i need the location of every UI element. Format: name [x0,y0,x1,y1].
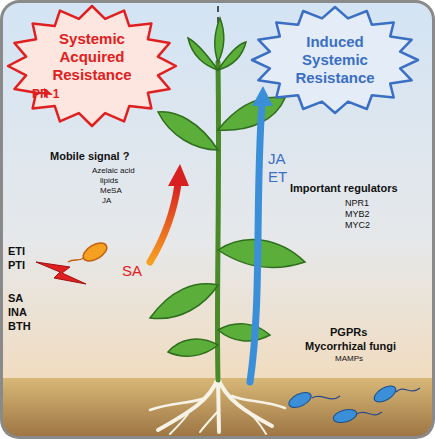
microbe-label: PGPRs [330,326,367,339]
starburst-title: Systemic Acquired Resistance [40,30,144,84]
signal-name: JA [102,196,111,205]
starburst-shape [252,7,418,113]
plant-leaves-part [218,240,305,268]
hormone-label: SA [122,262,142,279]
bacteria [287,383,420,425]
bacteria-part [332,407,358,425]
immunity-label: ETI [8,245,25,258]
pathogen-part [68,258,84,262]
pathogen [68,239,110,264]
immunity-label: PTI [8,259,25,272]
isr-signal-arrow-part [252,86,273,106]
starburst-shape [8,6,176,126]
marker-gene: PR-1 [32,87,59,101]
sar-starburst: Systemic Acquired ResistancePR-1 [6,4,178,128]
sar-signal-arrow [150,164,189,262]
plant-roots-part [150,398,205,410]
sar-signal-arrow-part [168,164,189,186]
starburst-title: Induced Systemic Resistance [283,33,387,87]
microbe-label: MAMPs [335,354,363,363]
inducer-label: INA [8,306,27,319]
plant-leaves-part [188,38,218,70]
plant-roots-part [232,396,285,408]
lightning-bolt-part [36,262,86,284]
starburst-content: Induced Systemic Resistance [250,5,420,115]
plant-leaves-part [218,97,285,130]
regulator-name: MYB2 [345,209,370,219]
plant-roots [150,378,285,434]
plant-stem [217,62,218,380]
plant-leaves-part [218,324,270,341]
hormone-label: ET [268,168,287,185]
hormone-label: JA [268,150,286,167]
isr-signal-arrow [250,86,273,382]
microbe-label: Mycorrhizal fungi [305,340,396,353]
isr-signal-arrow-part [250,104,262,382]
section-heading: Mobile signal ? [50,150,129,163]
bacteria-part [372,383,399,405]
bacteria-part [312,396,340,399]
inducer-label: BTH [8,320,31,333]
starburst-outline [6,4,178,128]
background-part [1,378,434,438]
plant-roots-part [200,410,219,432]
signal-name: MeSA [100,186,122,195]
plant-leaves-part [168,339,218,356]
signal-name: Azelaic acid [92,166,135,175]
lightning-bolt [36,262,86,284]
plant-stem-part [217,62,218,380]
sar-signal-arrow-part [150,184,178,262]
plant-leaves-part [150,284,218,319]
bacteria-part [396,388,420,392]
regulator-name: NPR1 [345,198,369,208]
plant-leaves-part [158,112,218,150]
plant-roots-part [218,378,219,432]
isr-starburst: Induced Systemic Resistance [250,5,420,115]
starburst-content: Systemic Acquired ResistancePR-1 [6,4,178,128]
pathogen-part [80,239,110,264]
plant-roots-part [250,414,266,434]
gene-row: PR-1 [32,87,59,101]
bacteria-part [287,389,314,410]
bacteria-part [357,412,382,415]
section-heading: Important regulators [290,182,398,195]
plant-leaves-part [215,18,224,62]
signal-name: lipids [100,176,118,185]
inducer-label: SA [8,292,23,305]
regulator-name: MYC2 [345,220,370,230]
plant-roots-part [170,414,188,434]
